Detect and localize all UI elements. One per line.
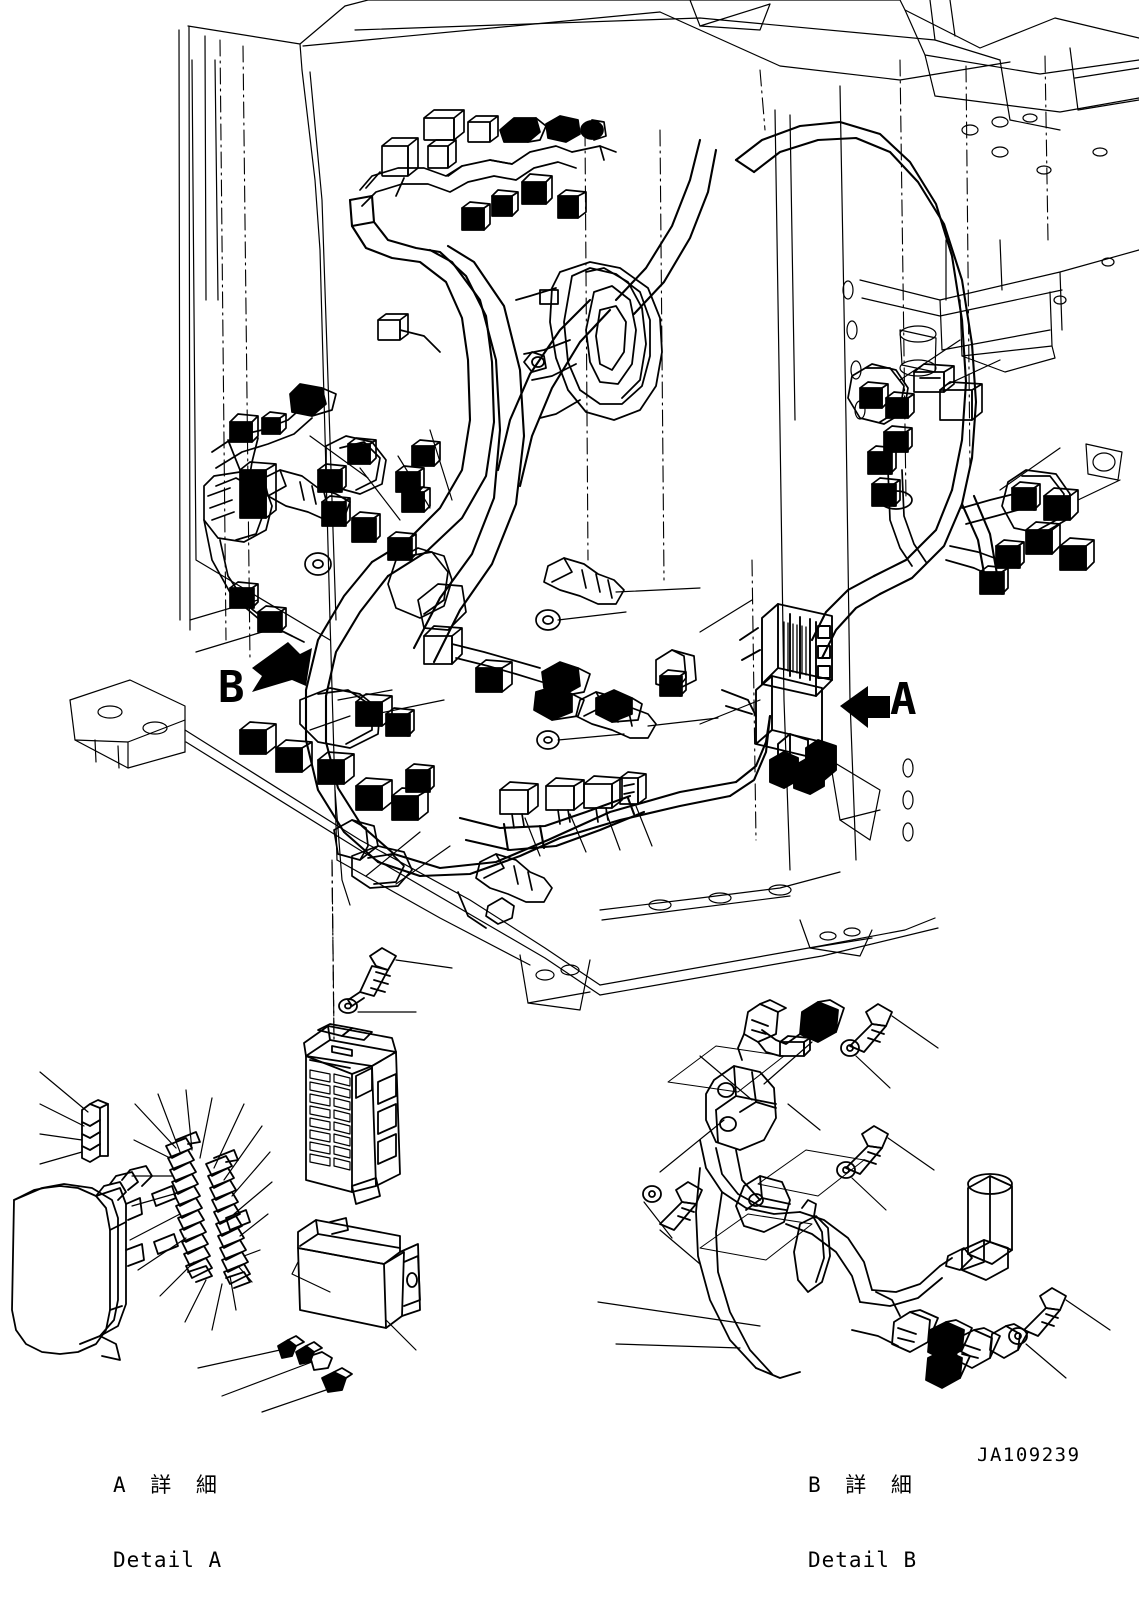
detail-b-label-jp: B 詳 細 [808, 1473, 918, 1497]
fuse-block-left [151, 1131, 213, 1283]
terminal-strip [39, 1071, 109, 1165]
detail-a-leaders [129, 1089, 273, 1331]
relay-box [291, 1217, 421, 1351]
detail-a-leader [331, 861, 335, 1041]
arrow-a [840, 686, 890, 728]
drawing-number: JA109239 [977, 1444, 1081, 1466]
callout-letter-b: B [218, 662, 245, 713]
detail-b-label-en: Detail B [808, 1548, 918, 1572]
callout-arrows [252, 642, 890, 728]
monitor-block [515, 261, 663, 421]
detail-a-group [11, 947, 453, 1413]
left-connector-bundle [189, 383, 697, 889]
drawing-sheet: B A A 詳 細 Detail A B 詳 細 Detail B JA1092… [11, 0, 1139, 1572]
fuse-box-cover [11, 1165, 153, 1361]
right-connector-cluster [847, 339, 1121, 595]
detail-b-label: B 詳 細 Detail B [808, 1423, 918, 1623]
parts-drawing-artwork [11, 0, 1139, 1413]
fuse-relay-panel [303, 1023, 401, 1205]
detail-a-label-en: Detail A [113, 1548, 223, 1572]
fuse-panel-bolt [338, 947, 453, 1014]
small-terminals [197, 1335, 353, 1413]
callout-letter-a: A [890, 674, 917, 725]
detail-b-group [597, 999, 1111, 1389]
main-fuse-box [699, 599, 837, 795]
arrow-b [252, 642, 312, 692]
detail-a-label: A 詳 細 Detail A [113, 1423, 223, 1623]
detail-a-label-jp: A 詳 細 [113, 1473, 223, 1497]
fuse-block-right [205, 1149, 251, 1289]
upper-connector-cluster [359, 109, 617, 353]
relay-row [457, 557, 719, 929]
